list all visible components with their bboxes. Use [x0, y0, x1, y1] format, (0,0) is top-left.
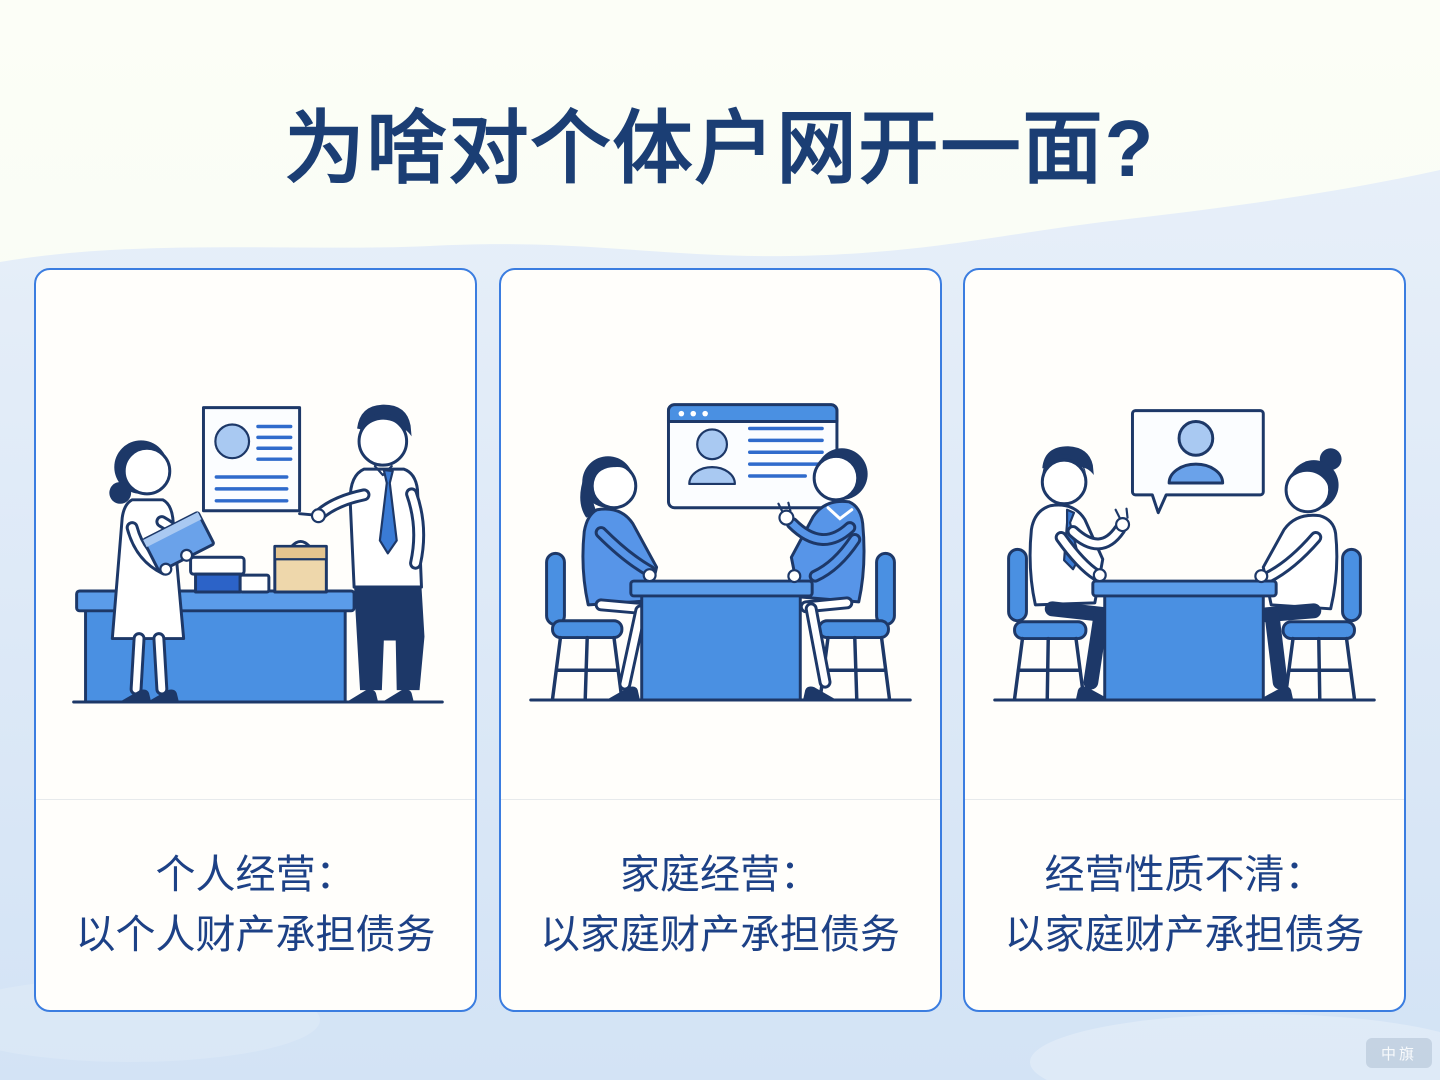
illustration-personal-operation	[36, 270, 475, 800]
table-graphic	[1091, 579, 1278, 702]
speech-bubble-graphic	[1130, 409, 1265, 515]
books-graphic	[189, 555, 271, 594]
man-figure	[776, 448, 868, 700]
hand-on-table	[642, 568, 657, 583]
caption-line-1: 经营性质不清：	[1044, 853, 1325, 897]
illustration-family-operation	[500, 270, 940, 800]
card-caption: 个人经营： 以个人财产承担债务	[36, 800, 475, 1010]
illustration-unclear-operation	[965, 270, 1404, 800]
browser-window-graphic	[666, 403, 838, 510]
caption-line-2: 以家庭财产承担债务	[540, 913, 900, 957]
document-poster-graphic	[201, 406, 302, 513]
clipboard-graphic	[142, 511, 215, 573]
caption-line-1: 个人经营：	[155, 853, 356, 897]
card-caption: 家庭经营： 以家庭财产承担债务	[501, 800, 940, 1010]
hand-on-table	[786, 569, 801, 584]
caption-line-2: 以家庭财产承担债务	[1004, 913, 1365, 957]
woman-figure	[1257, 448, 1342, 700]
woman-figure	[109, 440, 215, 701]
card-unclear-operation: 经营性质不清： 以家庭财产承担债务	[963, 268, 1406, 1012]
card-family-operation: 家庭经营： 以家庭财产承担债务	[498, 268, 942, 1012]
card-personal-operation: 个人经营： 以个人财产承担债务	[34, 268, 477, 1012]
user-avatar-icon	[1167, 420, 1225, 485]
man-figure	[1028, 446, 1131, 700]
chair-left-graphic	[544, 551, 624, 701]
standing-consultation-illustration	[72, 404, 444, 704]
caption-line-2: 以个人财产承担债务	[75, 913, 436, 957]
card-caption: 经营性质不清： 以家庭财产承担债务	[965, 800, 1404, 1010]
watermark-badge: 中旗	[1366, 1038, 1432, 1068]
man-figure	[298, 404, 426, 701]
seated-meeting-speech-illustration	[993, 409, 1376, 702]
caption-line-1: 家庭经营：	[620, 853, 820, 897]
page-title: 为啥对个体户网开一面?	[284, 104, 1156, 193]
seated-meeting-screen-illustration	[528, 403, 912, 702]
table-graphic	[628, 579, 814, 702]
user-avatar-icon	[687, 428, 736, 486]
cards-row: 个人经营： 以个人财产承担债务	[34, 268, 1406, 1012]
hand-on-table	[1092, 568, 1107, 583]
box-graphic	[273, 539, 328, 594]
chair-left-graphic	[1007, 547, 1088, 701]
chair-right-graphic	[1281, 547, 1362, 701]
hand-on-table	[1254, 569, 1269, 584]
